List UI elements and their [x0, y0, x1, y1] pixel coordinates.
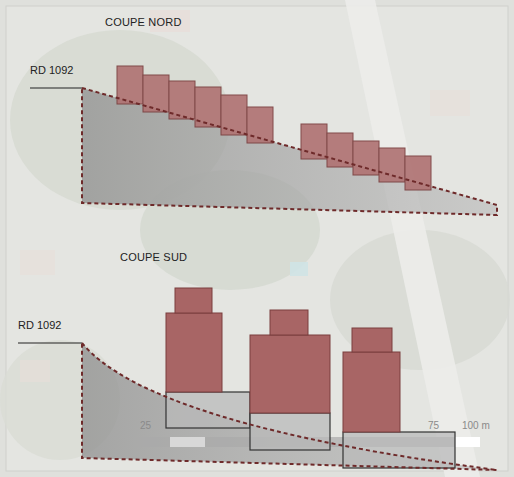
- scale-number: 75: [428, 419, 439, 432]
- scale-number: 100 m: [462, 419, 490, 432]
- section-title: COUPE NORD: [105, 16, 182, 29]
- road-label: RD 1092: [30, 64, 73, 77]
- section-title: COUPE SUD: [120, 251, 187, 264]
- scale-number: 25: [140, 419, 151, 432]
- road-label: RD 1092: [18, 319, 61, 332]
